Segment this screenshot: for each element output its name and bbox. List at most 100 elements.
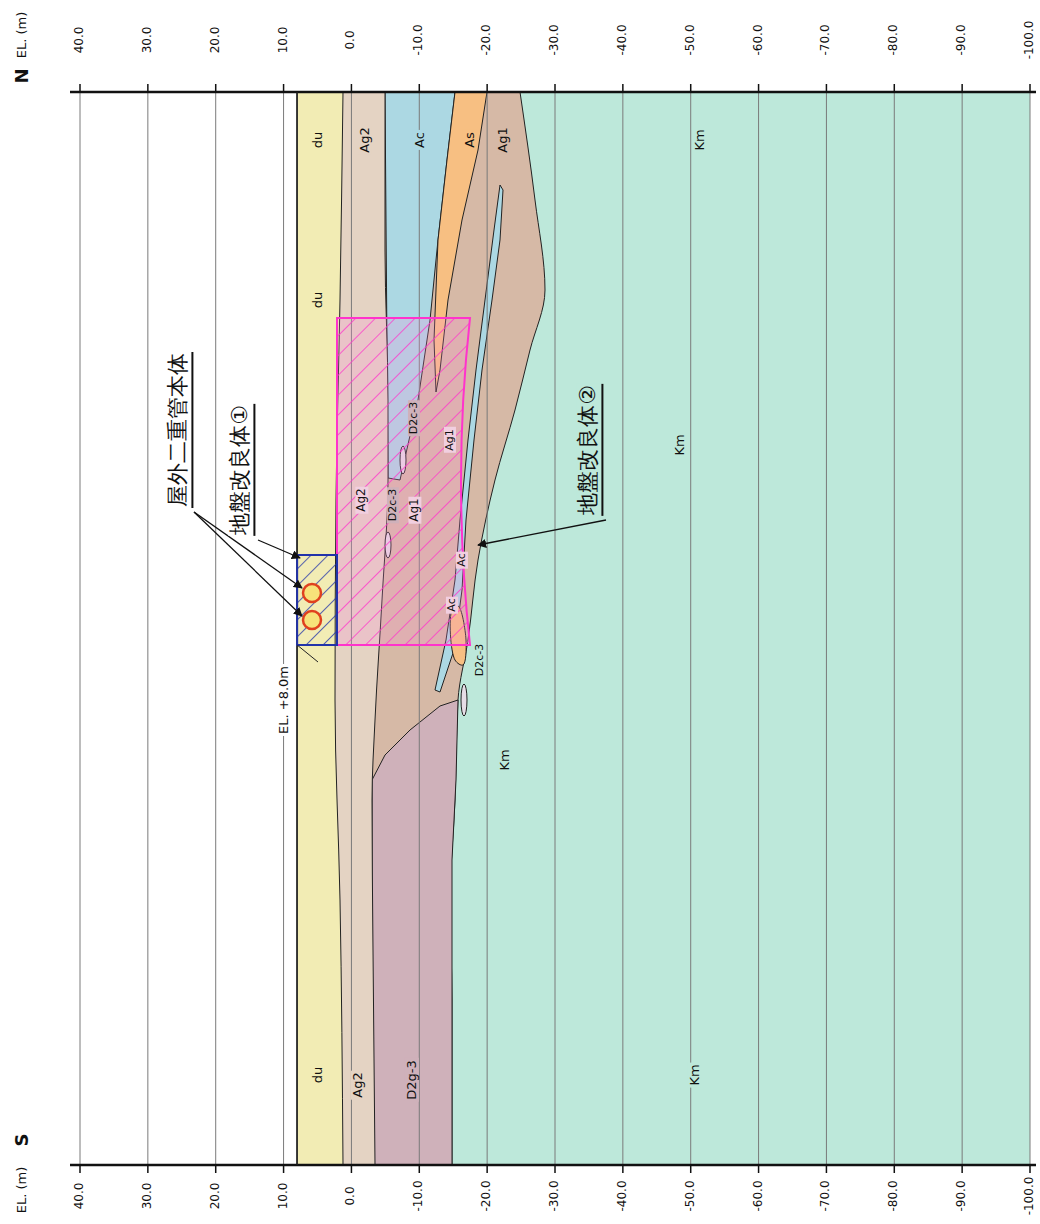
grid-line — [622, 92, 623, 1165]
grid-line — [894, 92, 895, 1165]
axis-tick — [79, 84, 81, 92]
grid-line — [215, 92, 216, 1165]
layer-label: Ag2 — [351, 1070, 365, 1099]
double-pipe — [303, 611, 321, 629]
layer-label: Ag2 — [358, 125, 372, 154]
ag1-layer — [297, 92, 545, 1165]
tick-label: 30.0 — [141, 25, 154, 56]
lens-label: D2c-3 — [474, 642, 486, 678]
axis-tick — [826, 84, 828, 92]
tick-label: -10.0 — [413, 22, 426, 57]
axis-tick — [894, 84, 896, 92]
tick-label: -20.0 — [481, 1178, 494, 1213]
axis-title: EL. (m) — [15, 10, 29, 61]
tick-label: -100.0 — [1023, 19, 1036, 62]
improvement-body-1 — [297, 555, 337, 645]
axis-tick — [622, 84, 624, 92]
axis-tick — [351, 1165, 353, 1173]
layer-label: Ag1 — [408, 496, 421, 523]
axis-tick — [419, 84, 421, 92]
callout-label: 屋外二重管本体 — [166, 352, 193, 508]
leader-line — [478, 520, 606, 545]
slope-line — [297, 645, 318, 662]
axis-tick — [554, 1165, 556, 1173]
tick-label: 10.0 — [277, 1181, 290, 1212]
axis-tick — [894, 1165, 896, 1173]
tick-label: -20.0 — [481, 22, 494, 57]
axis-tick — [690, 1165, 692, 1173]
tick-label: -100.0 — [1023, 1175, 1036, 1218]
layer-label: du — [311, 130, 325, 151]
axis-tick — [147, 1165, 149, 1173]
d2g-layer — [372, 700, 458, 1165]
layer-label: Ac — [446, 596, 458, 613]
tick-label: 40.0 — [73, 25, 86, 56]
grid-line — [690, 92, 691, 1165]
ground-improvement — [297, 318, 470, 662]
tick-label: -90.0 — [956, 1178, 969, 1213]
layer-label: Ag1 — [496, 125, 510, 154]
axis-tick — [961, 84, 963, 92]
tick-label: -80.0 — [888, 1178, 901, 1213]
grid-line — [147, 92, 148, 1165]
d2c-lens — [461, 684, 467, 716]
direction-label: N — [12, 66, 32, 85]
axis-tick — [1029, 84, 1031, 92]
callout-label: 地盤改良体② — [576, 384, 603, 516]
tick-label: -30.0 — [548, 1178, 561, 1213]
tick-label: -80.0 — [888, 22, 901, 57]
tick-label: 40.0 — [73, 1181, 86, 1212]
layer-label: du — [311, 290, 325, 311]
strata — [297, 92, 1030, 1165]
grid-line — [487, 92, 488, 1165]
leaders — [194, 512, 606, 616]
tick-label: -70.0 — [820, 1178, 833, 1213]
axis-tick — [486, 1165, 488, 1173]
callout-label: 地盤改良体① — [228, 404, 255, 536]
tick-label: -50.0 — [684, 22, 697, 57]
layer-label: Km — [693, 127, 707, 152]
axis-tick — [622, 1165, 624, 1173]
layer-label: Ac — [413, 130, 427, 150]
km-layer — [297, 92, 1030, 1165]
direction-label: S — [12, 1132, 32, 1149]
axis-tick — [826, 1165, 828, 1173]
layer-label: Km — [673, 432, 687, 457]
axis-tick — [758, 84, 760, 92]
axis-tick — [690, 84, 692, 92]
improvement-body-2-hatch — [337, 318, 470, 645]
grid-line — [1030, 92, 1031, 1165]
tick-label: -50.0 — [684, 1178, 697, 1213]
grid-line — [555, 92, 556, 1165]
grid-line — [80, 92, 81, 1165]
layer-label: Ac — [456, 551, 468, 568]
layer-label: Ag1 — [444, 427, 456, 453]
axis-tick — [215, 1165, 217, 1173]
grid-line — [283, 92, 284, 1165]
axis-tick — [147, 84, 149, 92]
layer-label: Km — [498, 747, 512, 772]
tick-label: -60.0 — [752, 1178, 765, 1213]
du-layer — [297, 92, 343, 1165]
axis-tick — [554, 84, 556, 92]
lens-label: D2c-3 — [387, 487, 399, 523]
axis-tick — [283, 1165, 285, 1173]
layer-label: D2g-3 — [405, 1058, 419, 1102]
axis-line — [70, 91, 1036, 94]
axis-tick — [351, 84, 353, 92]
tick-label: 0.0 — [345, 1184, 358, 1207]
tick-label: -70.0 — [820, 22, 833, 57]
layer-label: du — [311, 1065, 325, 1086]
axis-line — [70, 1164, 1036, 1167]
elevation-grid — [80, 92, 1030, 1165]
axis-tick — [1029, 1165, 1031, 1173]
axes — [70, 84, 1036, 1173]
layer-label: As — [463, 130, 477, 150]
axis-tick — [419, 1165, 421, 1173]
elevation-note: EL. +8.0m — [277, 664, 291, 736]
tick-label: 20.0 — [209, 25, 222, 56]
grid-line — [826, 92, 827, 1165]
